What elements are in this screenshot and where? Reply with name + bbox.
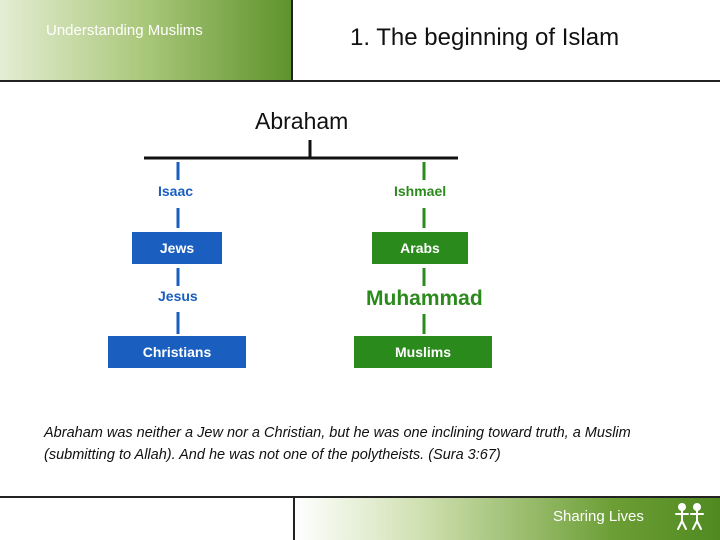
node-isaac: Isaac [158,183,194,199]
quran-quote: Abraham was neither a Jew nor a Christia… [44,425,631,463]
tree-root-label: Abraham [255,108,349,134]
footer-label: Sharing Lives [553,508,644,525]
two-stick-figures-icon [675,503,704,530]
footer-banner [293,498,720,540]
box-christians: Christians [108,336,246,368]
header-divider [293,80,720,82]
footer-divider [0,496,720,498]
node-jesus: Jesus [158,288,198,304]
box-muslims: Muslims [354,336,492,368]
node-muhammad: Muhammad [366,287,483,310]
box-jews: Jews [132,232,222,264]
slide-title: 1. The beginning of Islam [350,24,620,51]
header-banner: Understanding Muslims [0,0,293,82]
box-arabs: Arabs [372,232,468,264]
section-label: Understanding Muslims [46,22,203,39]
node-ishmael: Ishmael [394,183,447,199]
